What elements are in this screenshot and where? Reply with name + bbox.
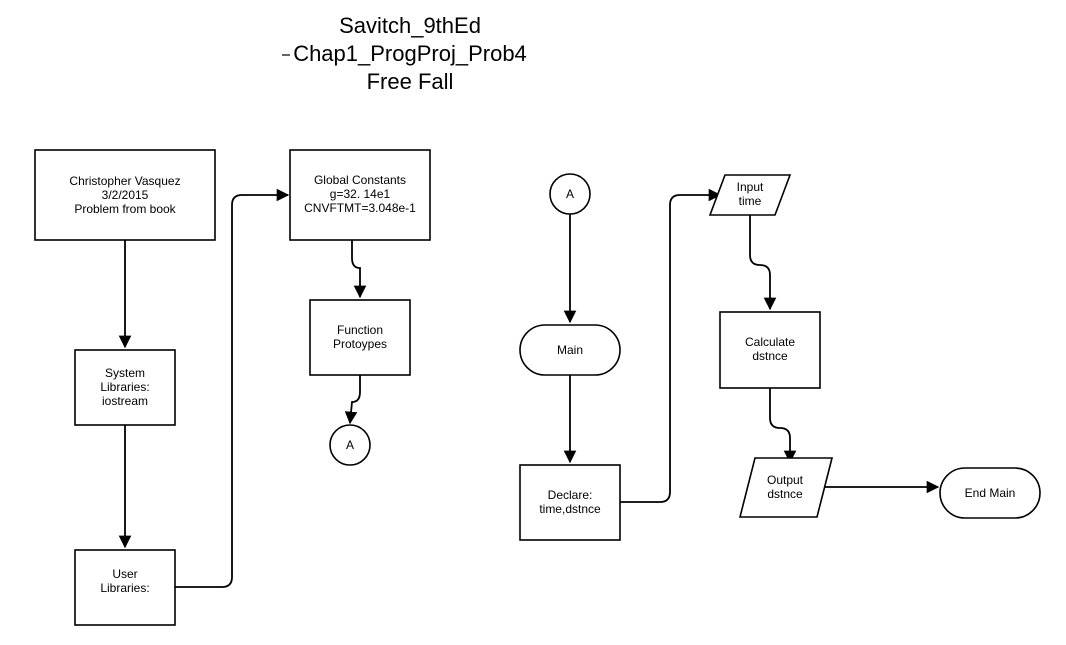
edges <box>118 188 940 588</box>
output-shape <box>738 457 834 518</box>
end-main-terminator: End Main <box>939 467 1041 519</box>
calculate-shape <box>719 311 821 389</box>
edge-calculate-to-output <box>769 388 797 464</box>
title-line-1: Savitch_9thEd <box>339 13 481 38</box>
title-line-3: Free Fall <box>366 69 454 94</box>
title-line-2: Chap1_ProgProj_Prob4 <box>293 41 527 66</box>
edge-prototypes-to-connector <box>344 375 361 425</box>
author-box: Christopher Vasquez 3/2/2015 Problem fro… <box>34 149 216 241</box>
output-line-1: Output <box>767 473 804 487</box>
declare-line-2: time,dstnce <box>539 502 601 516</box>
global-constants-line-1: Global Constants <box>314 173 406 187</box>
function-prototypes-line-2: Protoypes <box>333 337 387 351</box>
connector-a-out-label: A <box>346 438 354 452</box>
connector-a-out: A <box>329 424 371 466</box>
connector-a-out-shape <box>329 424 371 466</box>
system-libraries-line-3: iostream <box>102 394 148 408</box>
user-libraries-line-1: User <box>112 567 137 581</box>
function-prototypes-box: Function Protoypes <box>309 299 411 376</box>
connector-a-in-label: A <box>566 187 574 201</box>
input-parallelogram: Input time <box>708 174 792 216</box>
function-prototypes-shape <box>309 299 411 376</box>
system-libraries-shape <box>74 349 176 426</box>
system-libraries-box: System Libraries: iostream <box>74 349 176 426</box>
function-prototypes-line-1: Function <box>337 323 383 337</box>
calculate-line-1: Calculate <box>745 335 795 349</box>
global-constants-line-2: g=32. 14e1 <box>330 187 391 201</box>
input-line-2: time <box>739 194 762 208</box>
main-terminator: Main <box>519 324 621 376</box>
system-libraries-line-2: Libraries: <box>100 380 149 394</box>
global-constants-shape <box>289 149 431 241</box>
declare-shape <box>519 464 621 541</box>
diagram-title: Savitch_9thEd Chap1_ProgProj_Prob4 Free … <box>250 12 570 96</box>
user-libraries-box: User Libraries: <box>74 549 176 626</box>
edge-global-constants-to-prototypes <box>351 240 367 299</box>
calculate-box: Calculate dstnce <box>719 311 821 389</box>
declare-line-1: Declare: <box>548 488 593 502</box>
connector-a-in-shape <box>549 173 591 215</box>
system-libraries-line-1: System <box>105 366 145 380</box>
edge-user-libraries-to-global-constants <box>175 188 290 588</box>
author-box-shape <box>34 149 216 241</box>
main-label: Main <box>557 343 583 357</box>
connector-a-in: A <box>549 173 591 215</box>
output-parallelogram: Output dstnce <box>738 457 834 518</box>
author-name: Christopher Vasquez <box>69 174 180 188</box>
end-main-shape <box>939 467 1041 519</box>
global-constants-line-3: CNVFTMT=3.048e-1 <box>304 201 416 215</box>
calculate-line-2: dstnce <box>752 349 788 363</box>
input-line-1: Input <box>737 180 764 194</box>
declare-box: Declare: time,dstnce <box>519 464 621 541</box>
output-line-2: dstnce <box>767 487 803 501</box>
end-main-label: End Main <box>965 486 1016 500</box>
edge-declare-to-input <box>620 188 722 503</box>
user-libraries-line-2: Libraries: <box>100 581 149 595</box>
main-terminator-shape <box>519 324 621 376</box>
global-constants-box: Global Constants g=32. 14e1 CNVFTMT=3.04… <box>289 149 431 241</box>
edge-input-to-calculate <box>749 215 777 311</box>
input-shape <box>708 174 792 216</box>
author-date: 3/2/2015 <box>102 188 149 202</box>
author-note: Problem from book <box>74 202 176 216</box>
user-libraries-shape <box>74 549 176 626</box>
